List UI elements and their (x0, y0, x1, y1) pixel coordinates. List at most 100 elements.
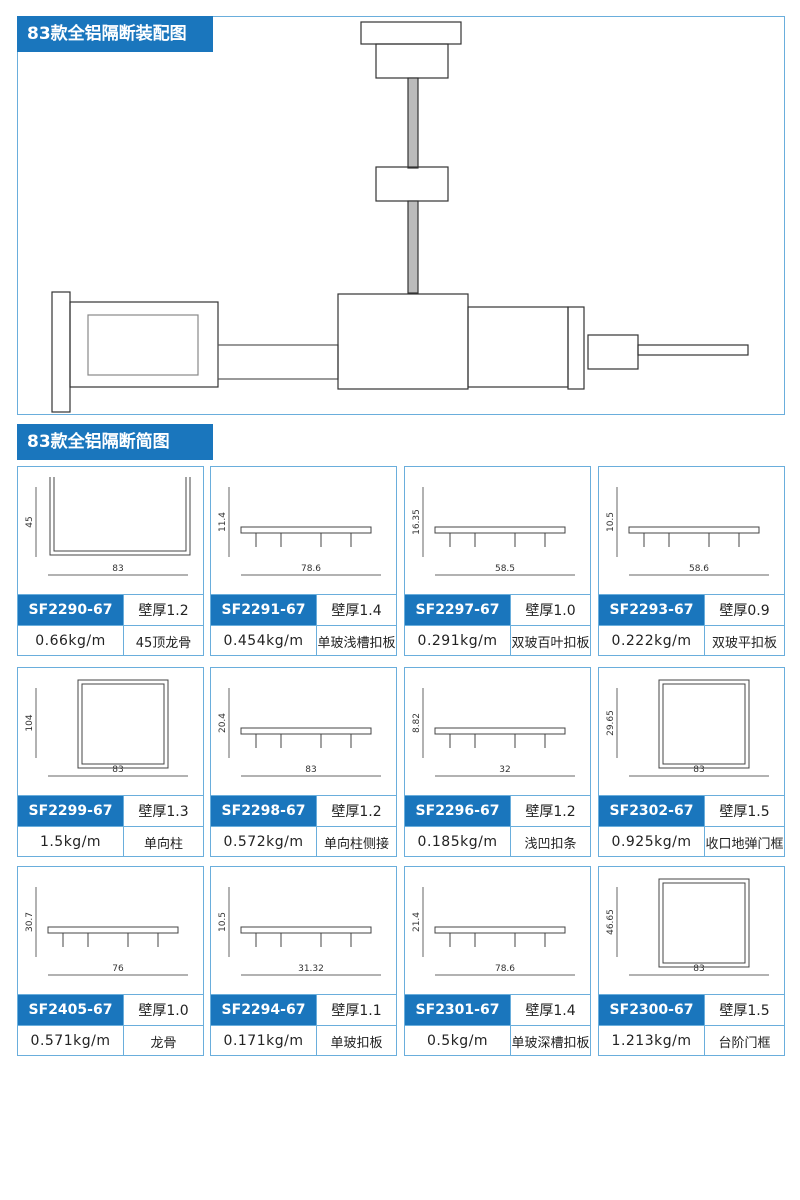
profile-name: 45顶龙骨 (123, 626, 203, 656)
wall-thickness: 壁厚1.5 (704, 796, 784, 826)
ceiling-wall (360, 21, 462, 45)
profile-weight: 0.185kg/m (417, 834, 498, 850)
dimension-width: 83 (305, 765, 316, 775)
dimension-width: 31.32 (298, 964, 324, 974)
profile-weight: 0.222kg/m (611, 633, 692, 649)
profile-name: 双玻平扣板 (704, 626, 784, 656)
profile-weight: 1.213kg/m (611, 1033, 692, 1049)
wall-thickness: 壁厚0.9 (704, 595, 784, 625)
dimension-height: 8.82 (412, 713, 422, 733)
profiles-section-title: 83款全铝隔断简图 (17, 424, 213, 460)
profile-drawing: 32 8.82 (412, 688, 575, 777)
profile-weight: 0.66kg/m (35, 633, 106, 649)
profile-name: 台阶门框 (704, 1026, 784, 1056)
profile-code: SF2299-67 (18, 796, 123, 826)
wall-thickness: 壁厚1.5 (704, 995, 784, 1025)
profile-name: 单向柱 (123, 827, 203, 857)
wall-thickness: 壁厚1.0 (510, 595, 590, 625)
profile-drawing: 78.6 21.4 (412, 887, 575, 976)
profile-code: SF2302-67 (599, 796, 704, 826)
dimension-width: 58.6 (689, 564, 709, 574)
dimension-width: 78.6 (301, 564, 321, 574)
dimension-height: 16.35 (412, 509, 422, 535)
dimension-height: 21.4 (412, 912, 422, 932)
assembly-title: 83款全铝隔断装配图 (17, 16, 213, 52)
profile-drawing: 83 29.65 (606, 679, 769, 777)
dimension-height: 104 (25, 714, 35, 731)
dimension-width: 78.6 (495, 964, 515, 974)
profile-code: SF2296-67 (405, 796, 510, 826)
profile-drawing: 76 30.7 (25, 887, 188, 976)
assembly-drawing-panel (17, 16, 785, 415)
profile-name: 龙骨 (123, 1026, 203, 1056)
dimension-width: 83 (693, 765, 704, 775)
profile-weight: 0.925kg/m (611, 834, 692, 850)
profile-drawing: 78.6 11.4 (218, 487, 381, 576)
profile-code: SF2300-67 (599, 995, 704, 1025)
profile-code: SF2405-67 (18, 995, 123, 1025)
dimension-height: 46.65 (606, 909, 616, 935)
dimension-height: 10.5 (218, 912, 228, 932)
dimension-width: 76 (112, 964, 124, 974)
profile-weight: 0.454kg/m (223, 633, 304, 649)
profile-drawing: 31.32 10.5 (218, 887, 381, 976)
wall-thickness: 壁厚1.2 (123, 595, 203, 625)
dimension-height: 11.4 (218, 512, 228, 532)
dimension-width: 83 (112, 564, 123, 574)
profile-weight: 0.572kg/m (223, 834, 304, 850)
profile-weight: 0.171kg/m (223, 1033, 304, 1049)
profile-weight: 0.5kg/m (426, 1033, 489, 1049)
profile-name: 单玻深槽扣板 (510, 1026, 590, 1056)
profile-drawing: 58.6 10.5 (606, 487, 769, 576)
profile-weight: 1.5kg/m (39, 834, 102, 850)
wall-thickness: 壁厚1.0 (123, 995, 203, 1025)
dimension-width: 83 (112, 765, 123, 775)
profile-code: SF2301-67 (405, 995, 510, 1025)
wall-thickness: 壁厚1.2 (316, 796, 396, 826)
profile-name: 单向柱侧接 (316, 827, 396, 857)
profile-code: SF2291-67 (211, 595, 316, 625)
profile-name: 收口地弹门框 (704, 827, 784, 857)
dimension-height: 10.5 (606, 512, 616, 532)
profile-code: SF2298-67 (211, 796, 316, 826)
profile-code: SF2294-67 (211, 995, 316, 1025)
wall-thickness: 壁厚1.4 (510, 995, 590, 1025)
profile-weight: 0.291kg/m (417, 633, 498, 649)
profile-name: 单玻浅槽扣板 (316, 626, 396, 656)
profile-code: SF2297-67 (405, 595, 510, 625)
profile-drawing: 83 20.4 (218, 688, 381, 777)
profile-drawing: 83 45 (25, 477, 191, 576)
profile-drawing: 83 46.65 (606, 878, 769, 976)
dimension-height: 29.65 (606, 710, 616, 736)
profile-name: 单玻扣板 (316, 1026, 396, 1056)
dimension-height: 30.7 (25, 912, 35, 932)
dimension-height: 45 (25, 516, 35, 527)
profile-drawing: 58.5 16.35 (412, 487, 575, 576)
profile-drawing: 83 104 (25, 679, 188, 777)
profile-name: 双玻百叶扣板 (510, 626, 590, 656)
wall-thickness: 壁厚1.4 (316, 595, 396, 625)
profile-code: SF2293-67 (599, 595, 704, 625)
profile-code: SF2290-67 (18, 595, 123, 625)
dimension-height: 20.4 (218, 713, 228, 733)
dimension-width: 32 (499, 765, 510, 775)
assembly-drawing (51, 21, 749, 413)
profile-name: 浅凹扣条 (510, 827, 590, 857)
side-wall (51, 291, 71, 413)
wall-thickness: 壁厚1.2 (510, 796, 590, 826)
profile-weight: 0.571kg/m (30, 1033, 111, 1049)
wall-thickness: 壁厚1.1 (316, 995, 396, 1025)
